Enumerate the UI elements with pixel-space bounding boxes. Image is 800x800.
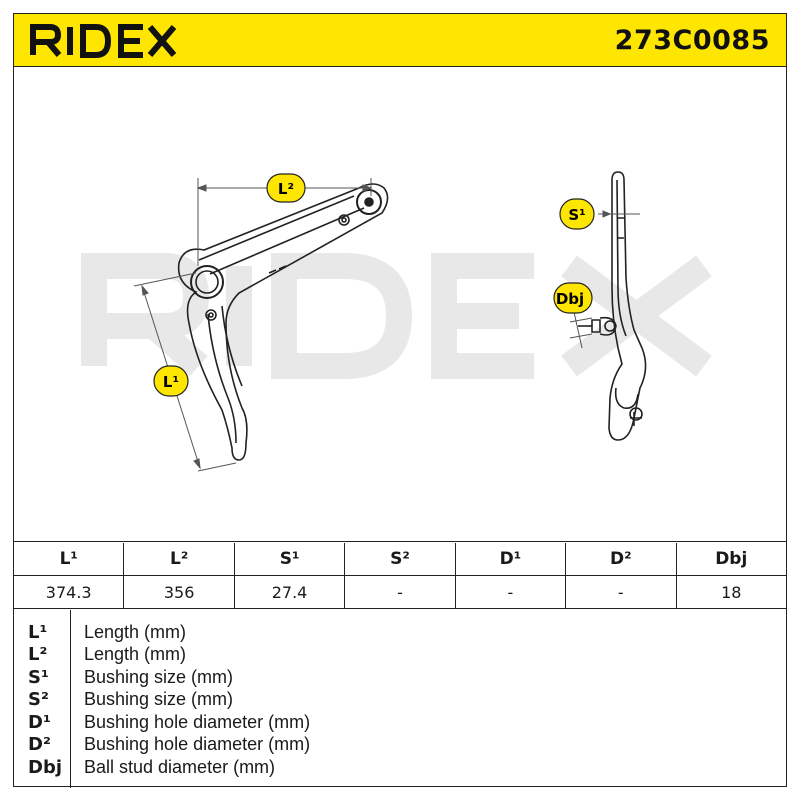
legend-item: L² Length (mm) bbox=[14, 643, 786, 665]
legend-desc: Bushing size (mm) bbox=[84, 666, 234, 687]
spec-table: L¹ L² S¹ S² D¹ D² Dbj 374.3 356 27.4 - -… bbox=[14, 543, 786, 609]
legend-code: D² bbox=[28, 733, 51, 755]
spec-header-row: L¹ L² S¹ S² D¹ D² Dbj bbox=[14, 543, 786, 576]
legend-desc: Length (mm) bbox=[84, 621, 187, 642]
dimension-s1 bbox=[598, 210, 640, 218]
svg-text:L¹: L¹ bbox=[163, 373, 179, 391]
spec-value-dbj: 18 bbox=[721, 583, 742, 602]
dimension-dbj bbox=[569, 311, 593, 349]
header-bar: 273C0085 bbox=[14, 14, 786, 67]
label-s1: S¹ bbox=[559, 198, 595, 230]
technical-drawing: L² L¹ bbox=[14, 68, 786, 542]
spec-value-s2: - bbox=[345, 576, 456, 609]
legend-item: D² Bushing hole diameter (mm) bbox=[14, 733, 786, 755]
legend-code: L² bbox=[28, 643, 48, 665]
legend-code: S² bbox=[28, 688, 49, 710]
legend-item: S¹ Bushing size (mm) bbox=[14, 666, 786, 688]
legend-desc: Bushing size (mm) bbox=[84, 688, 234, 709]
spec-value-d1: - bbox=[456, 576, 567, 609]
ridex-logo-icon bbox=[30, 24, 177, 58]
spec-value-s1: 27.4 bbox=[235, 576, 346, 609]
spec-header-l2: L² bbox=[124, 543, 235, 575]
legend-desc: Bushing hole diameter (mm) bbox=[84, 733, 311, 754]
legend-item: S² Bushing size (mm) bbox=[14, 688, 786, 710]
control-arm-drawing: L² L¹ bbox=[81, 171, 712, 472]
spec-value-row: 374.3 356 27.4 - - - 18 bbox=[14, 576, 786, 609]
control-arm-side-view bbox=[578, 171, 647, 441]
legend-desc: Length (mm) bbox=[84, 643, 187, 664]
svg-text:S¹: S¹ bbox=[568, 206, 585, 224]
legend-item: D¹ Bushing hole diameter (mm) bbox=[14, 711, 786, 733]
legend-item: L¹ Length (mm) bbox=[14, 621, 786, 643]
spec-header-s1: S¹ bbox=[235, 543, 346, 575]
legend-desc: Bushing hole diameter (mm) bbox=[84, 711, 311, 732]
legend-code: Dbj bbox=[28, 756, 62, 778]
spec-header-l1: L¹ bbox=[14, 543, 125, 575]
product-sheet: 273C0085 bbox=[13, 13, 787, 788]
label-l1: L¹ bbox=[153, 365, 189, 397]
legend-divider bbox=[70, 610, 71, 788]
legend-code: D¹ bbox=[28, 711, 51, 733]
watermark-logo-icon bbox=[81, 253, 712, 379]
spec-header-s2: S² bbox=[345, 543, 456, 575]
spec-header-dbj: Dbj bbox=[715, 549, 748, 569]
legend-item: Dbj Ball stud diameter (mm) bbox=[14, 756, 786, 778]
label-dbj-text: Dbj bbox=[556, 290, 584, 308]
spec-value-l1: 374.3 bbox=[14, 576, 125, 609]
control-arm-main-view bbox=[177, 183, 389, 461]
spec-header-d1: D¹ bbox=[456, 543, 567, 575]
legend-code: L¹ bbox=[28, 621, 48, 643]
spec-value-l2: 356 bbox=[124, 576, 235, 609]
brand-logo bbox=[28, 22, 198, 62]
svg-text:L²: L² bbox=[278, 180, 294, 198]
legend-code: S¹ bbox=[28, 666, 49, 688]
spec-value-d2: - bbox=[566, 576, 677, 609]
label-dbj: Dbj bbox=[553, 282, 593, 314]
legend: L¹ Length (mm) L² Length (mm) S¹ Bushing… bbox=[14, 610, 786, 788]
legend-desc: Ball stud diameter (mm) bbox=[84, 756, 276, 777]
label-l2: L² bbox=[266, 173, 306, 203]
spec-header-d2: D² bbox=[566, 543, 677, 575]
part-number: 273C0085 bbox=[614, 25, 770, 56]
